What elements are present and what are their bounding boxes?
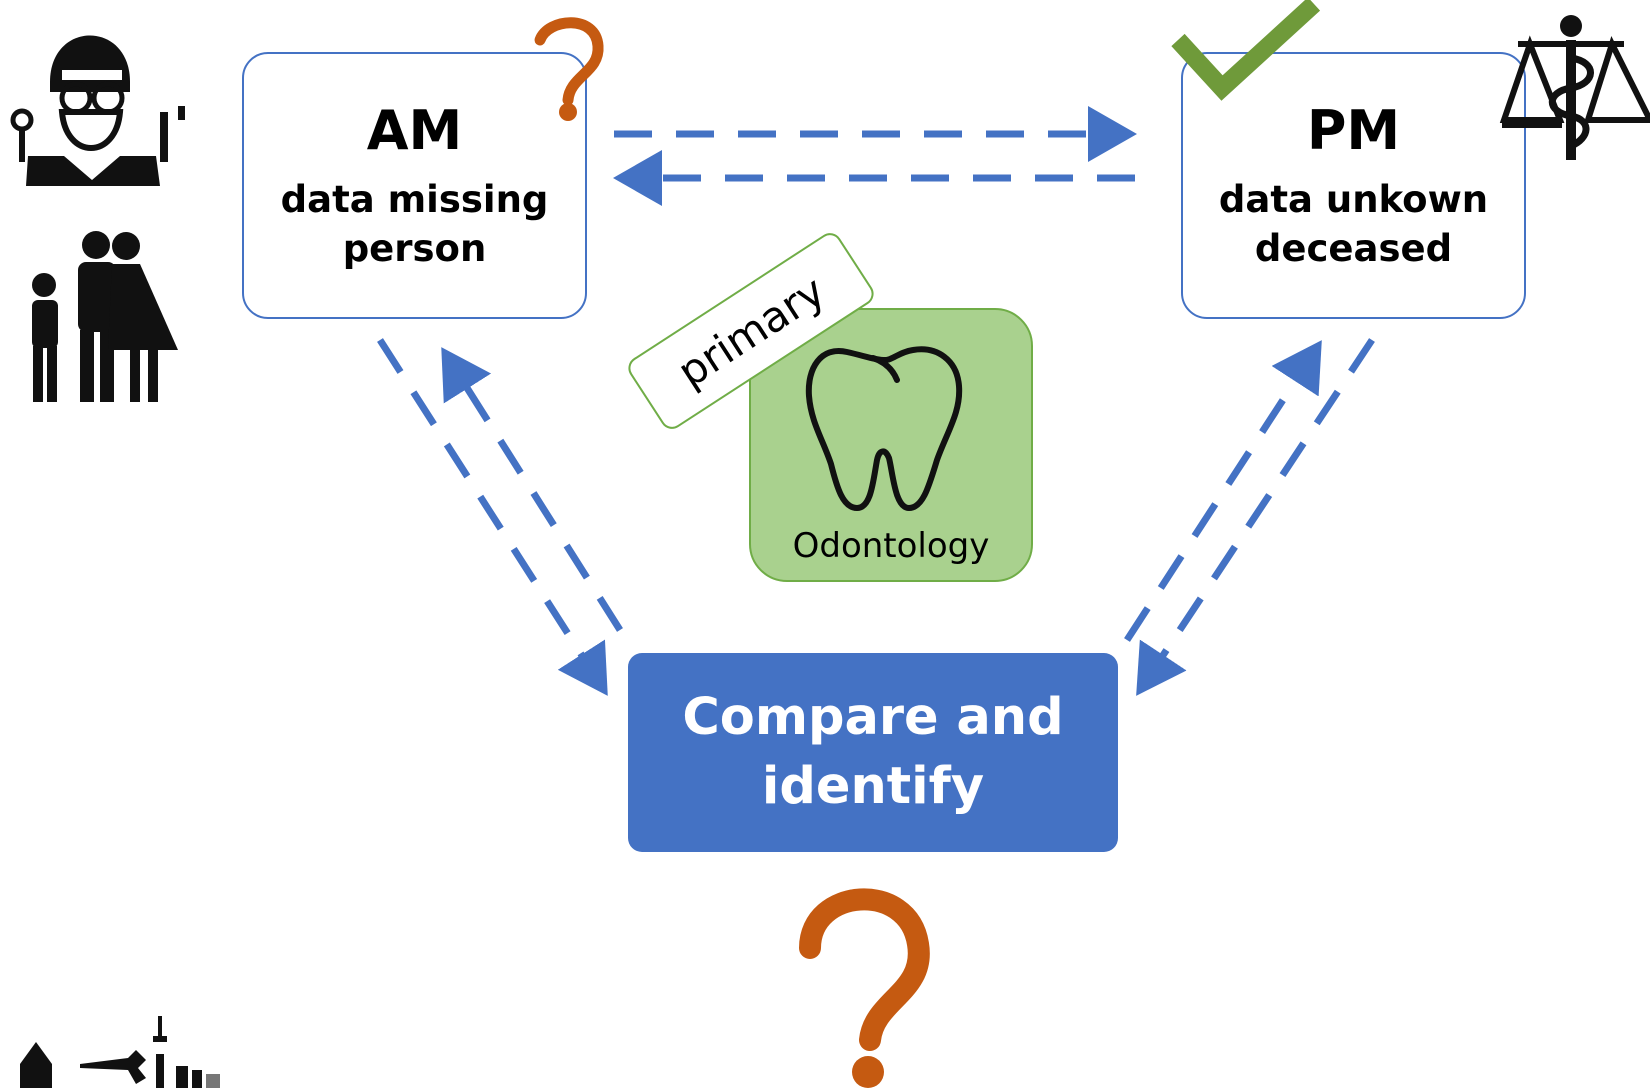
pm-data-box: PM data unkown deceased <box>1181 52 1526 319</box>
question-mark-icon <box>799 888 930 1088</box>
pm-title: PM <box>1306 99 1401 162</box>
odontology-label: Odontology <box>792 526 990 566</box>
compare-identify-label: Compare and identify <box>682 688 1064 816</box>
justice-scales-icon <box>1499 15 1650 160</box>
arrow-compare-to-am <box>441 347 623 632</box>
checkmark-icon <box>1171 0 1321 101</box>
odontology-box: Odontology <box>749 308 1033 582</box>
am-subtitle: data missing person <box>280 178 549 270</box>
tooth-icon <box>805 346 963 511</box>
family-icon <box>32 231 178 402</box>
pm-subtitle: data unkown deceased <box>1218 178 1489 270</box>
compare-identify-box: Compare and identify <box>628 653 1118 852</box>
city-skyline-icon <box>20 1016 220 1088</box>
arrow-am-to-compare <box>377 338 608 696</box>
dentist-icon <box>10 35 185 186</box>
am-data-box: AM data missing person <box>242 52 587 319</box>
question-mark-icon <box>534 17 604 121</box>
am-title: AM <box>366 99 463 162</box>
arrow-pm-to-compare <box>1136 338 1375 696</box>
